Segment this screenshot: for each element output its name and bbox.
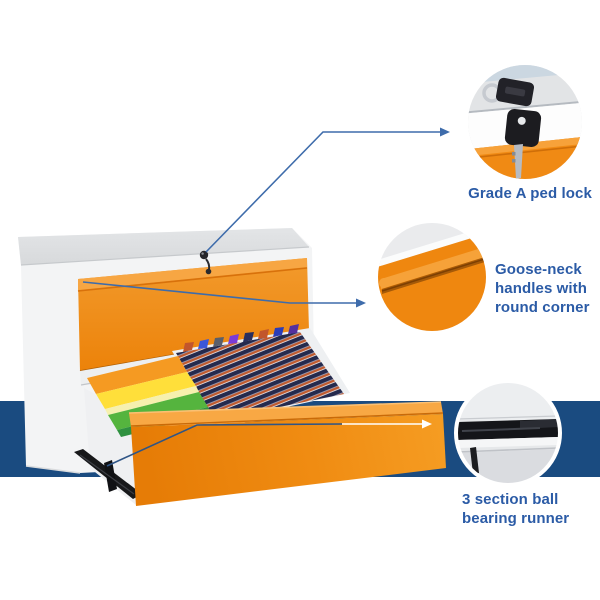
feature-label-handles: Goose-neck handles with round corner — [495, 260, 595, 317]
hanging-files — [87, 324, 350, 437]
feature-label-runner-line1: 3 section ball — [462, 491, 559, 508]
lock-with-keys-closeup — [468, 65, 582, 179]
cabinet-lock-with-key — [199, 250, 212, 275]
open-drawer-front — [128, 401, 446, 506]
feature-label-runner-line2: bearing runner — [462, 510, 570, 527]
feature-label-handles-line1: Goose-neck — [495, 261, 582, 278]
file-folders-navy — [176, 332, 344, 420]
cabinet-base-edge — [25, 465, 81, 474]
top-drawer-handle-lip — [78, 258, 307, 290]
callout-arrow-handle — [82, 281, 366, 308]
feature-label-lock: Grade A ped lock — [468, 185, 592, 202]
top-drawer-front — [78, 258, 309, 371]
cabinet-top-edge — [20, 246, 310, 266]
top-drawer — [77, 250, 310, 372]
callout-arrows — [82, 127, 450, 467]
folder-tabs — [183, 324, 299, 352]
feature-label-handles-line3: round corner — [495, 299, 590, 316]
cabinet-top-face — [18, 228, 309, 265]
callout-arrow-lock — [205, 127, 450, 253]
callout-arrow-runner — [106, 419, 432, 467]
top-drawer-handle-crease — [77, 267, 308, 292]
closeup-circle-ring — [454, 379, 562, 487]
feature-label-runner: 3 section ball bearing runner — [462, 490, 582, 528]
feature-label-handles-line2: handles with — [495, 280, 588, 297]
open-drawer-front-face — [131, 414, 446, 506]
drawer-runner — [74, 449, 142, 499]
lock-and-keys-icon — [482, 77, 542, 179]
open-drawer-handle-lip — [129, 402, 443, 427]
goose-neck-handle-closeup — [378, 223, 486, 331]
